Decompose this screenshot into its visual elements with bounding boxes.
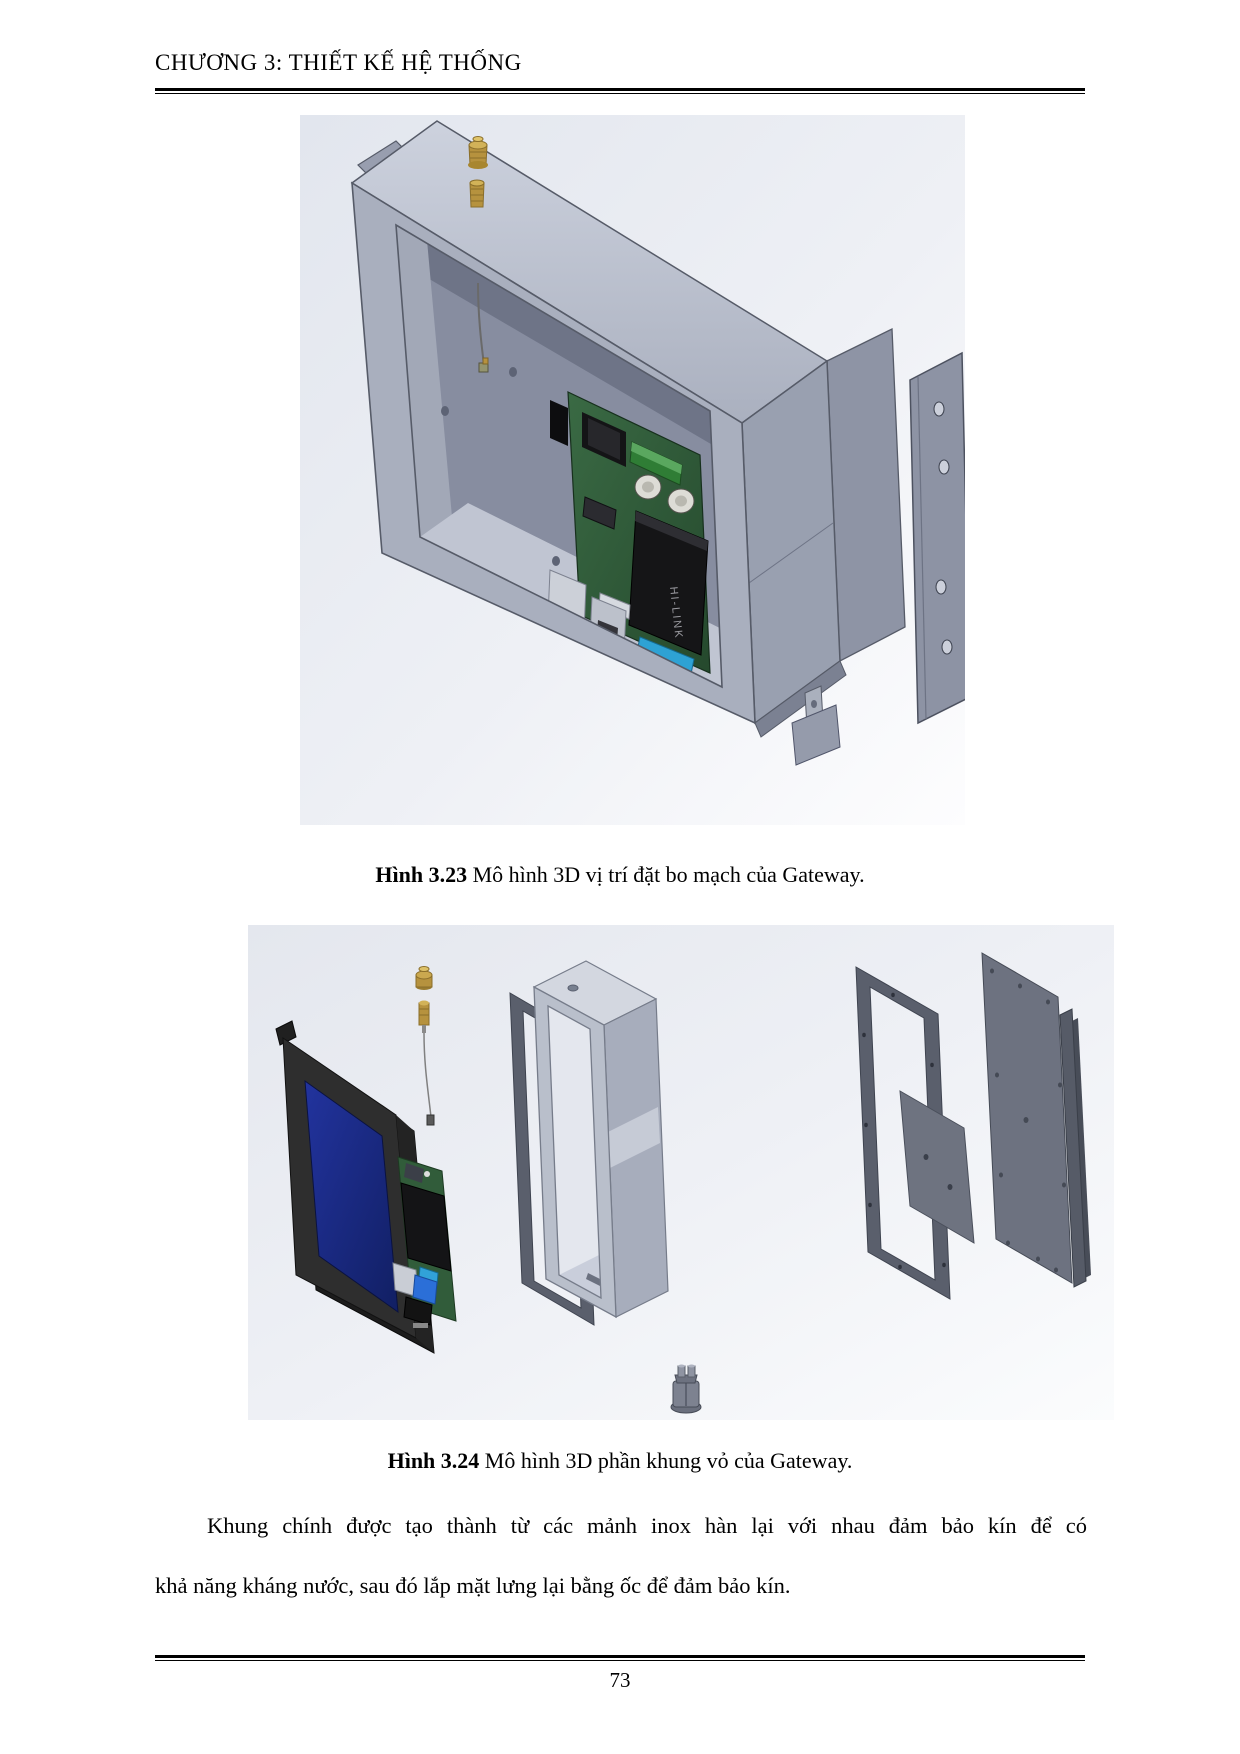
- figure-3-24-image: [248, 925, 1114, 1420]
- antenna-cable: [423, 1032, 432, 1118]
- antenna-connector: [468, 136, 488, 208]
- enclosure-foot: [791, 685, 841, 766]
- sd-card-slot: [582, 496, 617, 530]
- figure-3-24-caption-text: Mô hình 3D phần khung vỏ của Gateway.: [479, 1448, 853, 1473]
- cable-gland: [670, 1364, 702, 1414]
- interior-screw: [552, 556, 560, 566]
- figure-3-24-caption: Hình 3.24 Mô hình 3D phần khung vỏ của G…: [155, 1448, 1085, 1474]
- bracket-hole: [941, 639, 953, 655]
- paragraph-line-1: Khung chính được tạo thành từ các mảnh i…: [207, 1513, 1087, 1538]
- display-screen: [304, 1079, 399, 1314]
- antenna-cable: [477, 282, 489, 373]
- header-rule-thick-line: [155, 88, 1085, 91]
- bracket-hole: [938, 459, 950, 475]
- enclosure-right-face: [741, 359, 841, 725]
- rear-gasket-frame: [855, 966, 951, 1300]
- bracket-hole: [935, 579, 947, 595]
- figure-3-24-caption-label: Hình 3.24: [387, 1448, 480, 1473]
- figure-3-23-caption-label: Hình 3.23: [375, 862, 468, 887]
- antenna-hole: [567, 984, 579, 992]
- figure-3-23-image: HI-LINK: [300, 115, 965, 825]
- footer-rule-thick-line: [155, 1655, 1085, 1658]
- chapter-header: CHƯƠNG 3: THIẾT KẾ HỆ THỐNG: [155, 50, 522, 75]
- enclosure-3d: HI-LINK: [350, 120, 965, 766]
- paragraph-line-2: khả năng kháng nước, sau đó lắp mặt lưng…: [155, 1573, 791, 1598]
- footer-rule-thin-line: [155, 1660, 1085, 1661]
- body-paragraph: Khung chính được tạo thành từ các mảnh i…: [155, 1496, 1087, 1616]
- interior-screw: [441, 406, 449, 416]
- enclosure-rear-band: [826, 327, 906, 663]
- interior-screw: [509, 367, 517, 377]
- figure-3-23-caption-text: Mô hình 3D vị trí đặt bo mạch của Gatewa…: [467, 862, 865, 887]
- enclosure-front-frame: [351, 181, 756, 725]
- inner-mount-plate: [899, 1090, 975, 1244]
- pcb-module: [392, 1156, 457, 1328]
- power-module-label: HI-LINK: [667, 586, 684, 640]
- header-rule: [155, 88, 1085, 94]
- header-rule-thin-line: [155, 93, 1085, 94]
- main-frame-box: [532, 960, 669, 1319]
- page-number: 73: [609, 1668, 631, 1692]
- figure-3-23-caption: Hình 3.23 Mô hình 3D vị trí đặt bo mạch …: [155, 862, 1085, 888]
- figure-3-24-render: [248, 925, 1114, 1420]
- bracket-hole: [933, 401, 945, 417]
- power-module: HI-LINK: [628, 510, 709, 656]
- figure-3-23-render: HI-LINK: [300, 115, 965, 825]
- mounting-bracket: [909, 351, 965, 725]
- back-panel: [981, 952, 1091, 1288]
- hdmi-connector: [550, 400, 568, 446]
- footer-rule: [155, 1655, 1085, 1661]
- antenna-kit: [415, 966, 435, 1126]
